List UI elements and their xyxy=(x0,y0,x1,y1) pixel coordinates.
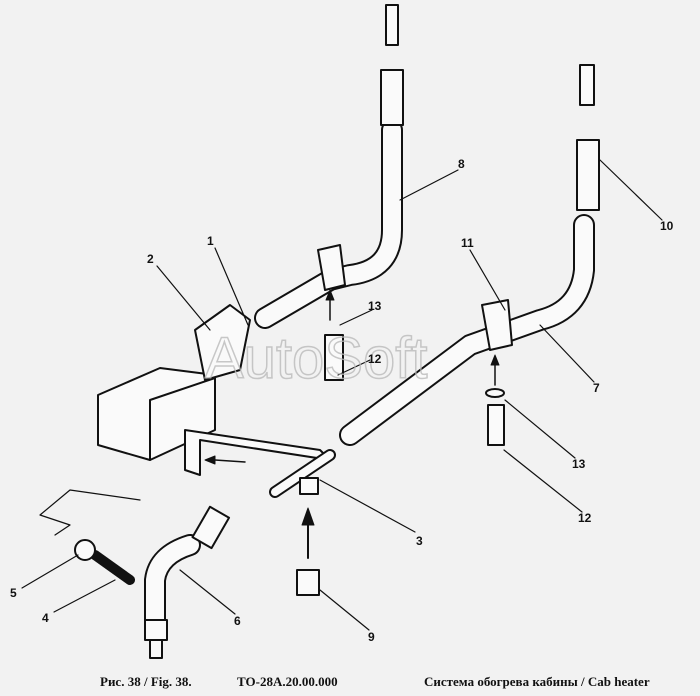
watermark: AutoSoft xyxy=(205,326,427,391)
hose-upper-right xyxy=(576,139,600,211)
clamp xyxy=(317,244,346,291)
callout-6: 6 xyxy=(234,614,241,628)
flange-2 xyxy=(194,304,251,381)
bolt-12-right xyxy=(487,404,505,446)
tube-top-right xyxy=(579,64,595,106)
callout-2: 2 xyxy=(147,252,154,266)
callout-11: 11 xyxy=(461,236,474,250)
washer-13-right xyxy=(485,388,505,398)
callouts: 1 2 3 4 5 6 7 8 9 10 11 12 12 13 13 xyxy=(10,157,674,644)
valve-9 xyxy=(296,569,320,596)
callout-4: 4 xyxy=(42,611,49,625)
callout-8: 8 xyxy=(458,157,465,171)
tube-top-left xyxy=(385,4,399,46)
callout-7: 7 xyxy=(593,381,600,395)
figure-title: Система обогрева кабины / Cab heater xyxy=(424,674,650,689)
callout-9: 9 xyxy=(368,630,375,644)
bracket xyxy=(184,429,331,476)
washer-5 xyxy=(74,539,96,561)
clamp-11 xyxy=(481,299,513,351)
callout-10: 10 xyxy=(660,219,674,233)
bolt-12-left xyxy=(324,334,344,381)
callout-13-left: 13 xyxy=(368,299,382,313)
callout-12-left: 12 xyxy=(368,352,382,366)
callout-12-right: 12 xyxy=(578,511,592,525)
callout-5: 5 xyxy=(10,586,17,600)
callout-1: 1 xyxy=(207,234,214,248)
figure-number: Рис. 38 / Fig. 38. xyxy=(100,674,192,689)
callout-3: 3 xyxy=(416,534,423,548)
callout-13-right: 13 xyxy=(572,457,586,471)
bolt-4 xyxy=(90,550,135,585)
hose-upper-left xyxy=(380,69,404,126)
drawing-code: ТО-28А.20.00.000 xyxy=(237,674,338,689)
